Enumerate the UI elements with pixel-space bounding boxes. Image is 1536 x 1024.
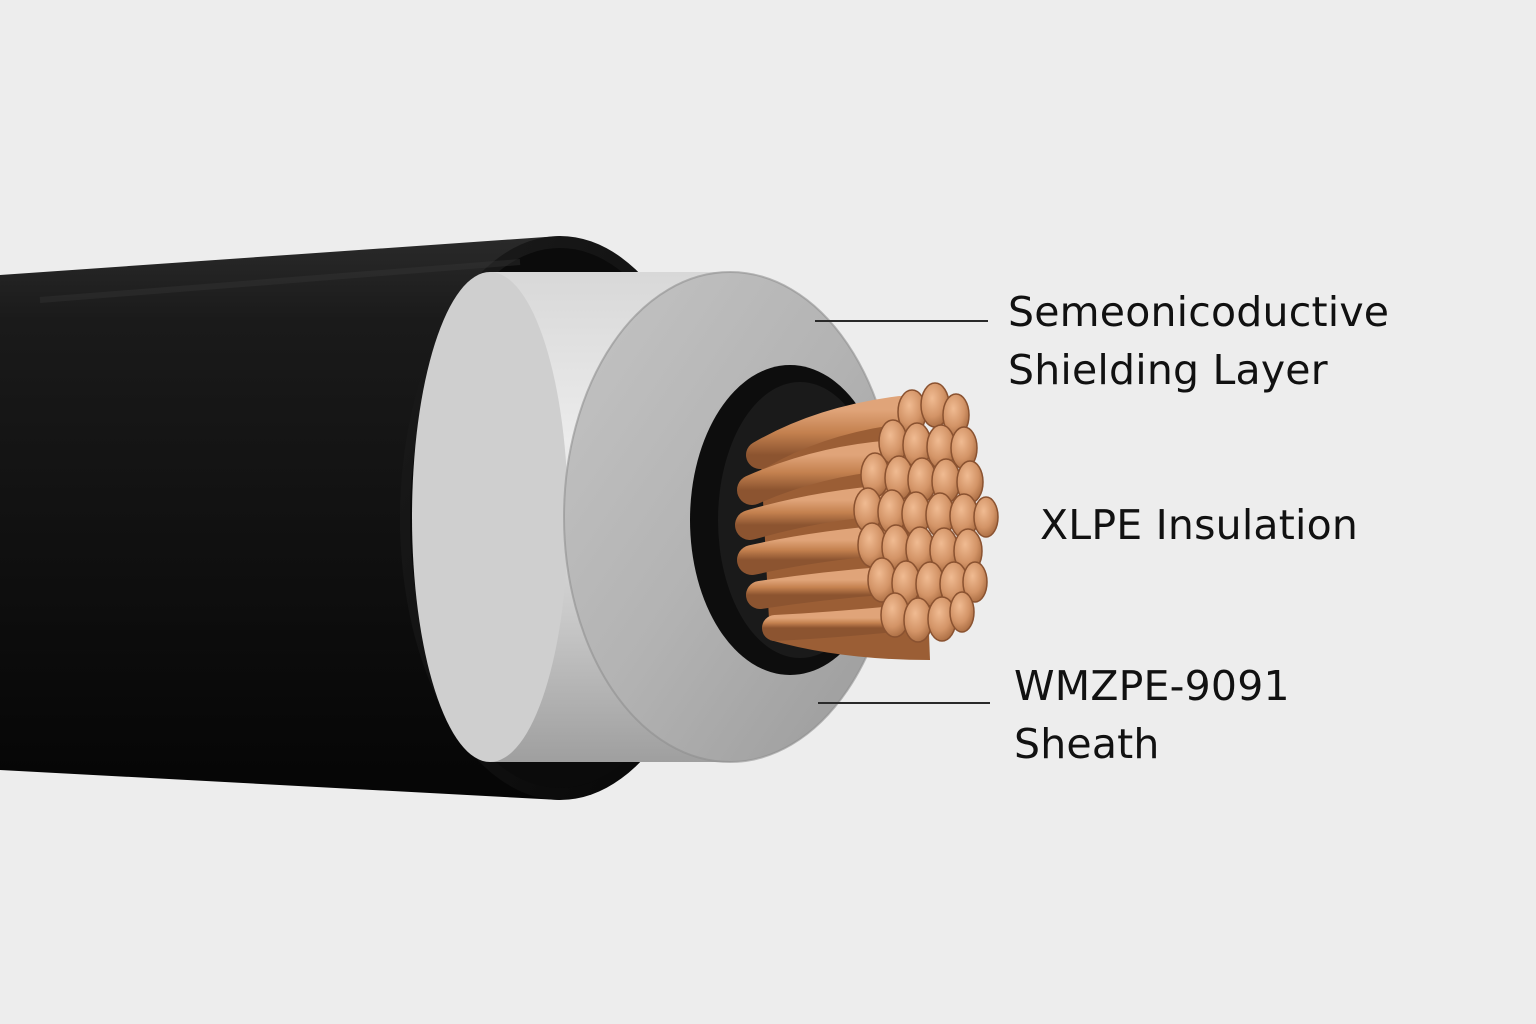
callout-xlpe-insulation: XLPE Insulation bbox=[1040, 496, 1358, 554]
callout-sheath-line1: WMZPE-9091 bbox=[1014, 662, 1290, 710]
leader-lines bbox=[815, 320, 990, 704]
callout-sheath-line2: Sheath bbox=[1014, 720, 1160, 768]
copper-strand-ends bbox=[853, 382, 999, 643]
callout-sheath: WMZPE-9091 Sheath bbox=[1014, 657, 1290, 773]
callout-shielding-line2: Shielding Layer bbox=[1008, 346, 1328, 394]
callout-insulation-line1: XLPE Insulation bbox=[1040, 501, 1359, 549]
callout-shielding-layer: Semeonicoductive Shielding Layer bbox=[1008, 283, 1389, 399]
callout-shielding-line1: Semeonicoductive bbox=[1008, 288, 1390, 336]
